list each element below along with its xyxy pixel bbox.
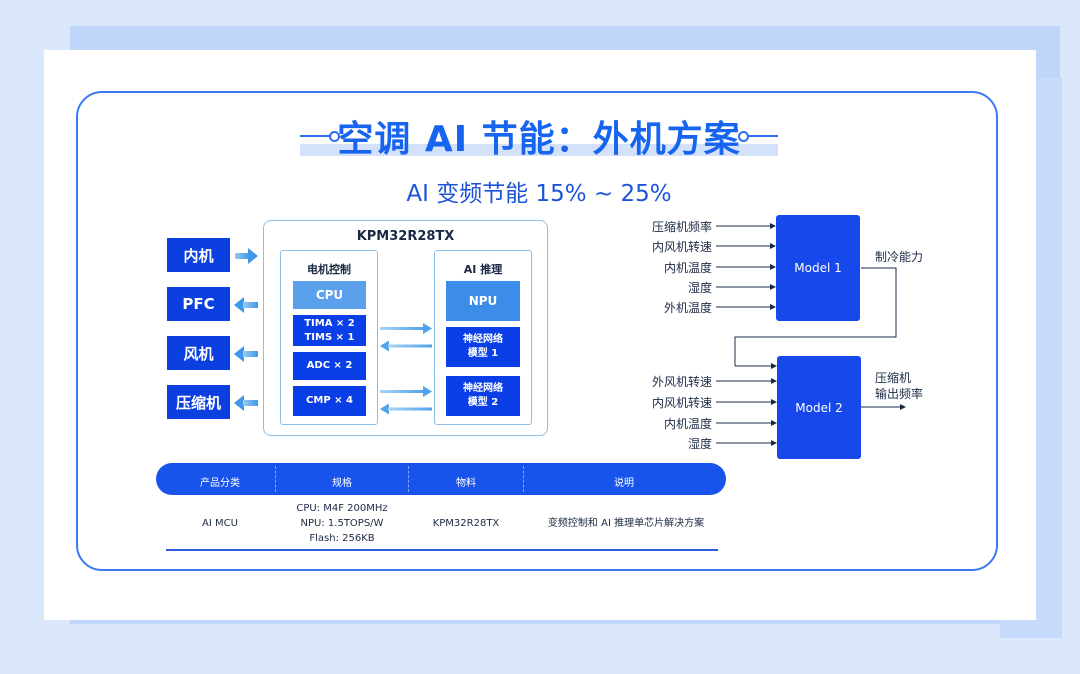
arrow-right-icon	[235, 248, 258, 264]
arrow-right-icon	[716, 399, 777, 405]
model1-input-1: 压缩机频率	[651, 220, 712, 234]
table-cell-spec: CPU: M4F 200MHz NPU: 1.5TOPS/W Flash: 25…	[296, 503, 388, 544]
arrow-left-icon	[380, 403, 432, 415]
model1-input-3: 内机温度	[663, 261, 712, 275]
left-box-indoor: 内机	[167, 238, 230, 272]
model2-output-line1: 压缩机	[875, 371, 912, 385]
adc-block: ADC × 2	[293, 352, 366, 380]
model2-input-2: 内风机转速	[651, 396, 712, 410]
nn-model-2-block: 神经网络 模型 2	[446, 376, 520, 416]
table-cell-category: AI MCU	[202, 518, 238, 529]
table-header-separator	[408, 466, 409, 492]
page-title: 空调 AI 节能：外机方案	[337, 119, 741, 160]
arrow-right-icon	[380, 323, 432, 334]
ai-inference-panel	[434, 250, 532, 425]
arrow-left-icon	[380, 340, 432, 352]
arrow-right-icon	[380, 386, 432, 397]
model1-input-2: 内风机转速	[651, 240, 712, 254]
chip-internal-arrows	[380, 323, 432, 415]
ai-inference-title: AI 推理	[463, 263, 503, 276]
model-1-box: Model 1	[776, 215, 860, 321]
model2-input-3: 内机温度	[663, 417, 712, 431]
title-deco-right-line	[748, 135, 778, 137]
arrow-right-icon	[716, 440, 777, 446]
table-cell-description: 变频控制和 AI 推理单芯片解决方案	[547, 518, 705, 529]
table-header-description: 说明	[614, 478, 634, 489]
chip-name: KPM32R28TX	[356, 229, 455, 244]
model-2-box: Model 2	[777, 356, 861, 459]
arrow-right-icon	[716, 284, 776, 290]
table-header	[156, 463, 726, 495]
arrow-left-icon	[234, 395, 258, 411]
title-highlight	[300, 144, 778, 156]
arrow-left-icon	[234, 297, 258, 313]
left-box-pfc: PFC	[167, 287, 230, 321]
arrow-right-icon	[716, 264, 776, 270]
motor-control-title: 电机控制	[307, 263, 351, 276]
model2-output-line2: 输出频率	[875, 387, 924, 401]
table-header-spec: 规格	[332, 478, 352, 489]
arrow-right-icon	[716, 304, 776, 310]
arrow-right-icon	[716, 378, 777, 384]
title-deco-left-line	[300, 135, 330, 137]
table-header-material: 物料	[456, 478, 476, 489]
arrow-right-icon	[716, 243, 776, 249]
table-row-underline	[166, 549, 718, 551]
motor-control-panel	[280, 250, 378, 425]
cmp-block: CMP × 4	[293, 386, 366, 416]
left-box-compressor: 压缩机	[167, 385, 230, 419]
chip-outline	[263, 220, 548, 436]
arrow-right-icon	[861, 404, 906, 410]
table-cell-material: KPM32R28TX	[432, 518, 500, 529]
timer-block: TIMA × 2 TIMS × 1	[293, 315, 366, 346]
cpu-block: CPU	[293, 281, 366, 309]
left-box-fan: 风机	[167, 336, 230, 370]
model2-input-4: 湿度	[687, 437, 712, 451]
arrow-right-icon	[735, 363, 777, 369]
arrow-right-icon	[716, 420, 777, 426]
model1-output: 制冷能力	[875, 250, 924, 264]
model1-input-5: 外机温度	[663, 301, 712, 315]
title-deco-left-dot	[329, 131, 340, 142]
arrow-right-icon	[716, 223, 776, 229]
nn-model-1-block: 神经网络 模型 1	[446, 327, 520, 367]
page-subtitle: AI 变频节能 15% ~ 25%	[406, 181, 672, 207]
content-frame	[76, 91, 998, 571]
left-arrows	[234, 248, 258, 411]
model1-input-4: 湿度	[687, 281, 712, 295]
table-header-separator	[275, 466, 276, 492]
table-header-category: 产品分类	[200, 478, 240, 489]
npu-block: NPU	[446, 281, 520, 321]
model-connectors	[716, 223, 906, 446]
table-header-separator	[523, 466, 524, 492]
model2-input-1: 外风机转速	[651, 375, 712, 389]
arrow-left-icon	[234, 346, 258, 362]
